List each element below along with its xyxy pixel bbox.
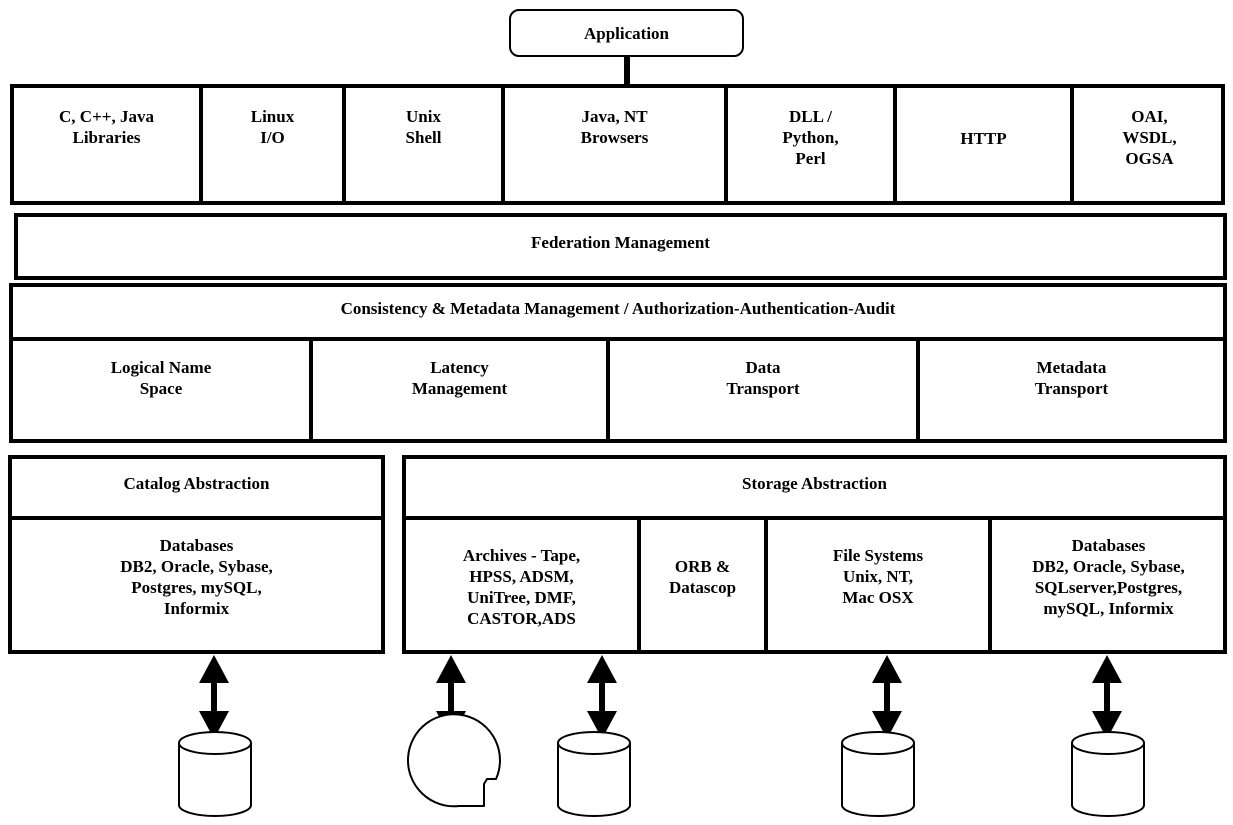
- interface-divider: [893, 84, 897, 205]
- storage-abstraction-label: Storage Abstraction: [742, 474, 887, 493]
- storage-system-divider: [637, 516, 641, 654]
- service-data-transport: Data Transport: [726, 358, 800, 398]
- double-arrow-icon: [199, 655, 229, 739]
- catalog-abstraction-label: Catalog Abstraction: [123, 474, 270, 493]
- catalog-divider: [8, 516, 385, 520]
- storage-abstraction-box: [402, 455, 1227, 654]
- application-box: Application: [509, 9, 744, 57]
- interface-oai-wsdl-ogsa: OAI, WSDL, OGSA: [1122, 107, 1177, 168]
- cylinder-icon: [1071, 731, 1145, 817]
- storage-archives-tape: Archives - Tape, HPSS, ADSM, UniTree, DM…: [462, 546, 581, 628]
- management-layer-box: [9, 283, 1227, 443]
- interface-c-cpp-java: C, C++, Java Libraries: [59, 107, 154, 147]
- storage-divider: [402, 516, 1227, 520]
- tape-icon: [407, 713, 501, 808]
- service-divider: [309, 337, 313, 443]
- service-metadata-transport: Metadata Transport: [1034, 358, 1109, 398]
- double-arrow-icon: [1092, 655, 1122, 739]
- cylinder-icon: [178, 731, 252, 817]
- consistency-management-label: Consistency & Metadata Management / Auth…: [340, 299, 896, 318]
- service-divider: [606, 337, 610, 443]
- storage-system-divider: [764, 516, 768, 654]
- storage-orb-datascop: ORB & Datascop: [668, 557, 737, 597]
- federation-management-box: [14, 213, 1227, 280]
- application-label: Application: [583, 23, 670, 43]
- interface-divider: [199, 84, 203, 205]
- catalog-databases-label: Databases DB2, Oracle, Sybase, Postgres,…: [120, 536, 273, 618]
- interface-http: HTTP: [960, 129, 1007, 148]
- storage-system-divider: [988, 516, 992, 654]
- service-divider: [916, 337, 920, 443]
- interfaces-row: [10, 84, 1225, 205]
- interface-divider: [342, 84, 346, 205]
- application-connector: [624, 57, 630, 84]
- interface-linux-io: Linux I/O: [250, 107, 295, 147]
- storage-file-systems: File Systems Unix, NT, Mac OSX: [832, 546, 924, 607]
- interface-divider: [501, 84, 505, 205]
- cylinder-icon: [557, 731, 631, 817]
- service-logical-name-space: Logical Name Space: [110, 358, 212, 398]
- storage-databases: Databases DB2, Oracle, Sybase, SQLserver…: [1032, 536, 1185, 618]
- federation-management-label: Federation Management: [531, 233, 710, 252]
- interface-divider: [1070, 84, 1074, 205]
- cylinder-icon: [841, 731, 915, 817]
- interface-java-nt-browsers: Java, NT Browsers: [580, 107, 649, 147]
- interface-divider: [724, 84, 728, 205]
- service-latency-management: Latency Management: [411, 358, 508, 398]
- catalog-abstraction-box: [8, 455, 385, 654]
- interface-dll-python-perl: DLL / Python, Perl: [782, 107, 839, 168]
- double-arrow-icon: [872, 655, 902, 739]
- double-arrow-icon: [587, 655, 617, 739]
- management-divider: [9, 337, 1227, 341]
- interface-unix-shell: Unix Shell: [405, 107, 442, 147]
